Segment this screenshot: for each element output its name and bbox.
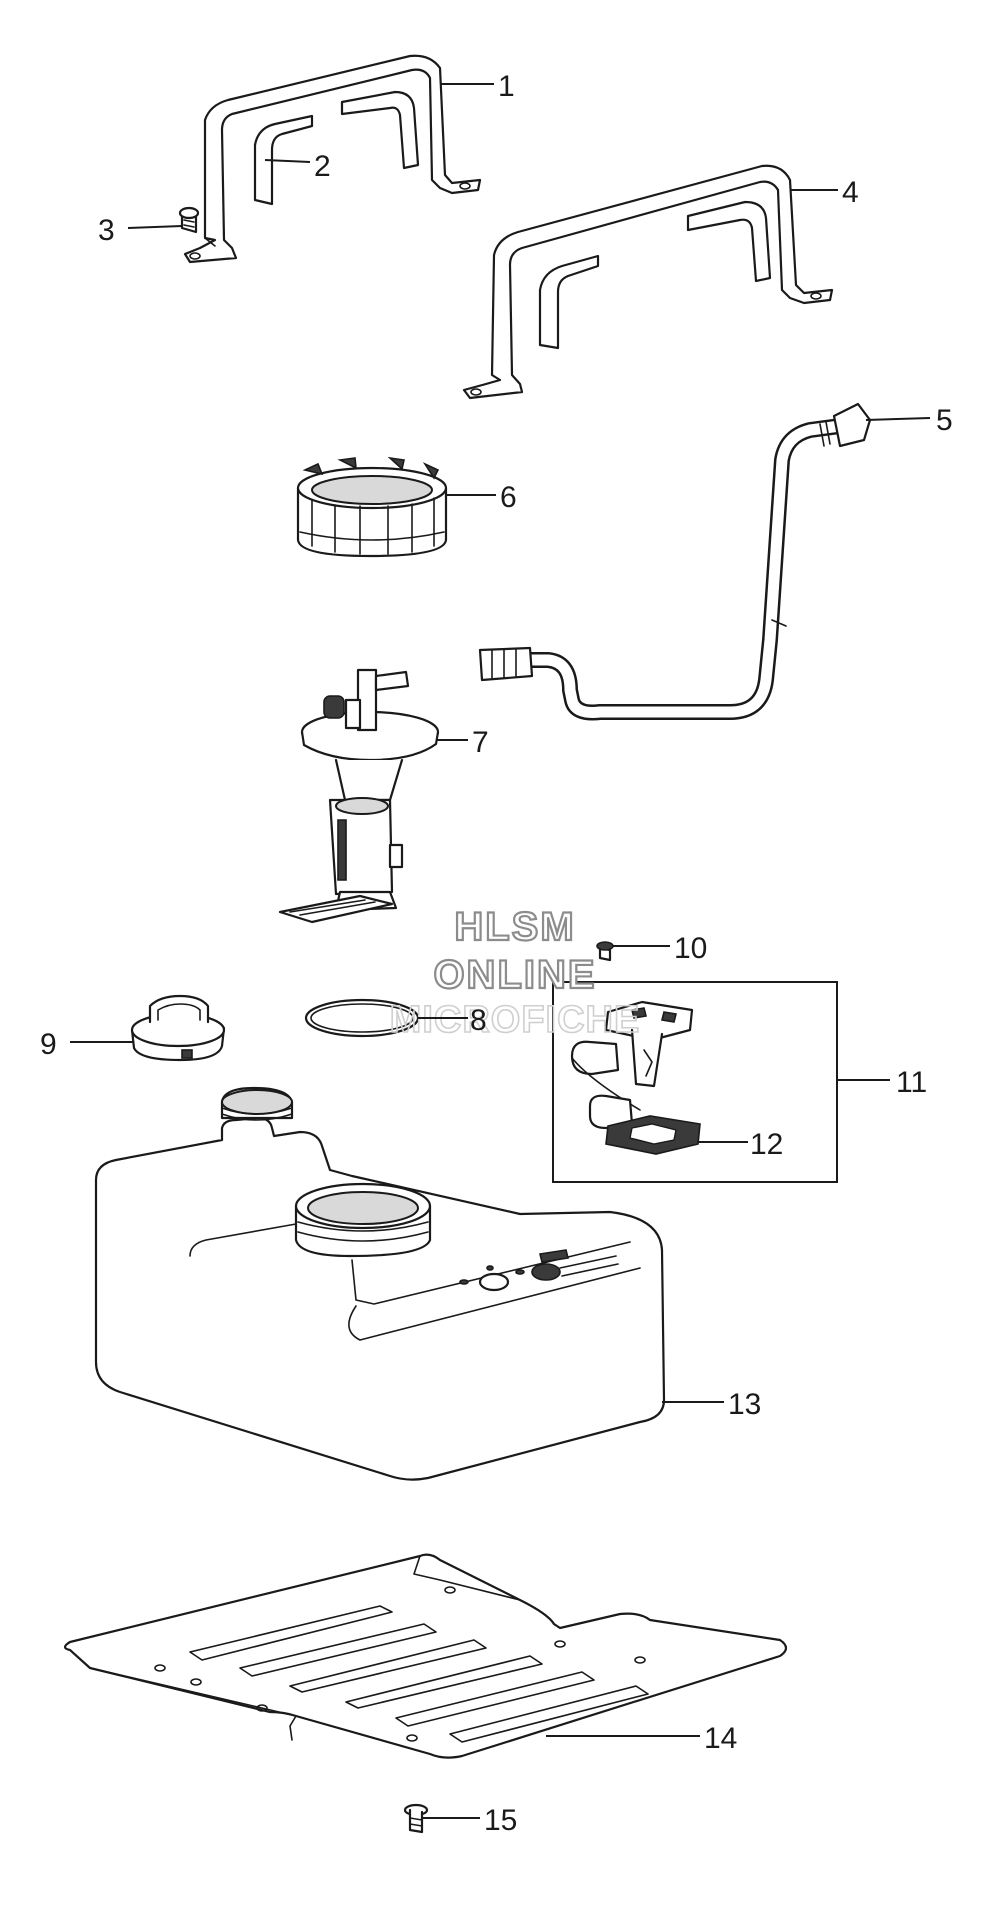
leader-lines <box>70 83 931 1819</box>
part-15-bolt <box>403 1803 429 1834</box>
leader-3 <box>127 225 183 229</box>
skid-plate-slots <box>189 1605 649 1743</box>
watermark-line2: ONLINE <box>433 953 596 997</box>
callout-7: 7 <box>472 726 489 759</box>
part-3-bolt <box>178 206 200 234</box>
callout-11: 11 <box>896 1066 927 1099</box>
part-2-bracket-pad <box>253 90 420 206</box>
sender-kit-box <box>552 981 838 1183</box>
part-12-gasket <box>605 1115 701 1155</box>
part-4-strap-bracket <box>462 164 834 400</box>
callout-labels: 1 2 3 4 5 6 7 8 9 10 11 12 13 14 15 <box>40 70 953 1837</box>
callout-10: 10 <box>674 932 707 965</box>
callout-13: 13 <box>728 1388 761 1421</box>
skid-plate-holes <box>154 1586 646 1742</box>
callout-12: 12 <box>750 1128 783 1161</box>
watermark-line3: MICROFICHE <box>390 999 641 1041</box>
callout-5: 5 <box>936 404 953 437</box>
watermark: HLSM ONLINE MICROFICHE <box>389 904 641 1042</box>
leader-5 <box>865 417 931 421</box>
callout-6: 6 <box>500 481 517 514</box>
callout-14: 14 <box>704 1722 737 1755</box>
watermark-line1: HLSM <box>454 905 575 949</box>
leader-2 <box>264 159 311 163</box>
callout-1: 1 <box>498 70 515 103</box>
callout-8: 8 <box>470 1004 487 1037</box>
part-5-fuel-line <box>478 402 872 721</box>
callout-3: 3 <box>98 214 115 247</box>
part-6-lock-ring <box>296 456 448 558</box>
part-7-fuel-pump <box>278 668 440 924</box>
part-14-skid-plate <box>63 1553 788 1759</box>
callout-15: 15 <box>484 1804 517 1837</box>
part-1-strap-bracket <box>183 54 482 264</box>
callout-4: 4 <box>842 176 859 209</box>
callout-2: 2 <box>314 150 331 183</box>
callout-9: 9 <box>40 1028 57 1061</box>
part-10-screw <box>596 941 614 962</box>
part-13-fuel-tank <box>94 1086 666 1481</box>
part-9-fuel-cap <box>130 994 226 1062</box>
